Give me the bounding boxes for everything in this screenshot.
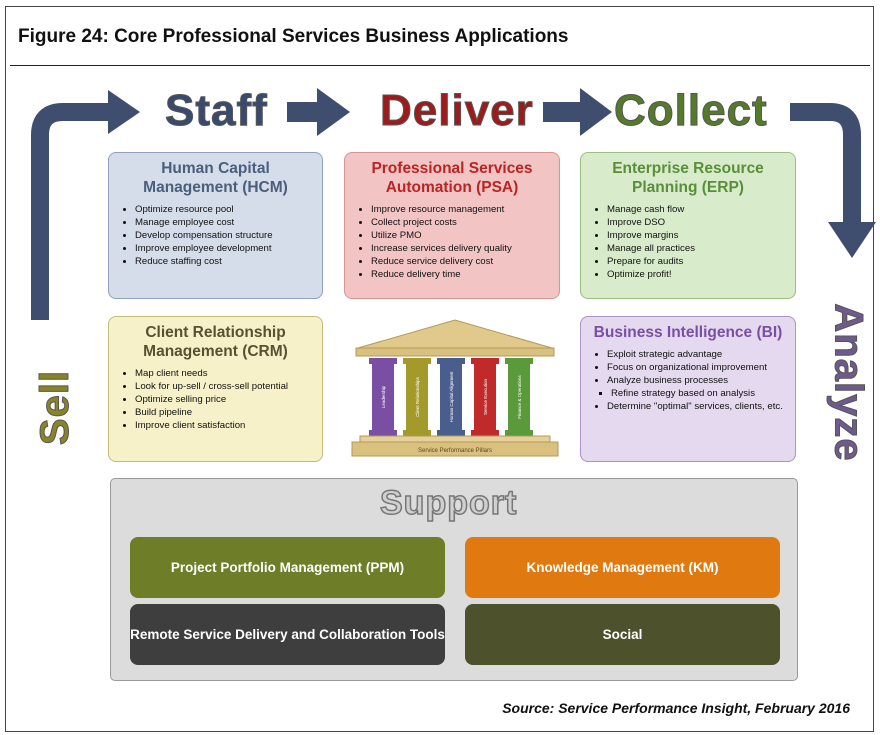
list-item: Analyze business processes (607, 374, 787, 387)
list-item: Optimize selling price (135, 393, 314, 406)
erp-list: Manage cash flow Improve DSO Improve mar… (589, 203, 787, 281)
list-item: Increase services delivery quality (371, 242, 551, 255)
pillar-capital (369, 358, 397, 364)
psa-title: Professional Services Automation (PSA) (371, 160, 533, 196)
bi-box: Business Intelligence (BI) Exploit strat… (580, 316, 796, 462)
analyze-label: Analyze (826, 303, 871, 462)
sell-arrow (31, 103, 110, 320)
list-item: Improve client satisfaction (135, 419, 314, 432)
deliver-label: Deliver (380, 86, 534, 136)
list-item: Improve employee development (135, 242, 314, 255)
social-tile: Social (465, 604, 780, 665)
psa-box: Professional Services Automation (PSA) I… (344, 152, 560, 299)
list-item: Look for up-sell / cross-sell potential (135, 380, 314, 393)
pillar (474, 364, 496, 430)
temple-architrave (355, 347, 555, 357)
temple-roof (357, 319, 553, 349)
pillar-capital (437, 358, 465, 364)
list-item: Collect project costs (371, 216, 551, 229)
figure-frame (5, 6, 874, 732)
crm-box: Client Relationship Management (CRM) Map… (108, 316, 323, 462)
list-item: Refine strategy based on analysis (611, 387, 787, 400)
list-item: Manage cash flow (607, 203, 787, 216)
list-item: Determine "optimal" services, clients, e… (607, 400, 787, 413)
deliver-collect-arrow-head (580, 88, 612, 136)
list-item: Reduce staffing cost (135, 255, 314, 268)
pillar-capital (471, 358, 499, 364)
pillar-capital (505, 358, 533, 364)
pillar (372, 364, 394, 430)
pillar-label: Service Execution (483, 379, 488, 416)
deliver-collect-arrow (543, 102, 583, 122)
pillar (440, 364, 462, 430)
psa-list: Improve resource management Collect proj… (353, 203, 551, 281)
list-item: Improve margins (607, 229, 787, 242)
pillar-base (437, 430, 465, 436)
figure-source: Source: Service Performance Insight, Feb… (502, 700, 850, 716)
list-item: Map client needs (135, 367, 314, 380)
collect-label: Collect (614, 86, 768, 136)
list-item: Reduce service delivery cost (371, 255, 551, 268)
bi-list: Exploit strategic advantage Focus on org… (589, 348, 787, 387)
list-item: Focus on organizational improvement (607, 361, 787, 374)
erp-box: Enterprise Resource Planning (ERP) Manag… (580, 152, 796, 299)
crm-title: Client Relationship Management (CRM) (143, 324, 288, 360)
list-item: Manage employee cost (135, 216, 314, 229)
support-heading: Support (379, 483, 518, 523)
list-item: Prepare for audits (607, 255, 787, 268)
bi-title: Business Intelligence (BI) (593, 324, 783, 341)
pillar-base (403, 430, 431, 436)
sell-label: Sell (33, 369, 78, 446)
analyze-arrow (790, 103, 861, 225)
list-item: Exploit strategic advantage (607, 348, 787, 361)
analyze-arrow-head (828, 222, 876, 258)
list-item: Develop compensation structure (135, 229, 314, 242)
temple-step-top (359, 435, 551, 443)
title-divider (10, 65, 870, 66)
list-item: Utilize PMO (371, 229, 551, 242)
list-item: Reduce delivery time (371, 268, 551, 281)
temple-base-label: Service Performance Pillars (418, 448, 492, 454)
erp-title: Enterprise Resource Planning (ERP) (612, 160, 764, 196)
hcm-title: Human Capital Management (HCM) (143, 160, 288, 196)
ppm-tile: Project Portfolio Management (PPM) (130, 537, 445, 598)
pillar-capital (403, 358, 431, 364)
list-item: Build pipeline (135, 406, 314, 419)
pillar-label: Leadership (381, 385, 386, 408)
pillar-base (369, 430, 397, 436)
bi-list-continued: Determine "optimal" services, clients, e… (589, 400, 787, 413)
staff-label: Staff (165, 86, 268, 136)
list-item: Improve DSO (607, 216, 787, 229)
pillar-label: Human Capital Alignment (449, 371, 454, 423)
pillar-base (505, 430, 533, 436)
hcm-box: Human Capital Management (HCM) Optimize … (108, 152, 323, 299)
list-item: Optimize profit! (607, 268, 787, 281)
pillar (406, 364, 428, 430)
pillar (508, 364, 530, 430)
km-tile: Knowledge Management (KM) (465, 537, 780, 598)
sell-arrow-head (108, 90, 140, 134)
figure-title: Figure 24: Core Professional Services Bu… (18, 26, 569, 47)
pillar-label: Finance & Operations (517, 374, 522, 418)
list-item: Optimize resource pool (135, 203, 314, 216)
list-item: Manage all practices (607, 242, 787, 255)
staff-deliver-arrow (287, 102, 317, 122)
staff-deliver-arrow-head (317, 88, 350, 136)
bi-sublist: Refine strategy based on analysis (589, 387, 787, 400)
hcm-list: Optimize resource pool Manage employee c… (117, 203, 314, 268)
pillars-temple: Leadership Client Relationships Human Capi… (351, 319, 559, 457)
list-item: Improve resource management (371, 203, 551, 216)
pillar-label: Client Relationships (415, 376, 420, 417)
temple-base (351, 441, 559, 457)
crm-list: Map client needs Look for up-sell / cros… (117, 367, 314, 432)
pillar-base (471, 430, 499, 436)
remote-delivery-tile: Remote Service Delivery and Collaboratio… (130, 604, 445, 665)
